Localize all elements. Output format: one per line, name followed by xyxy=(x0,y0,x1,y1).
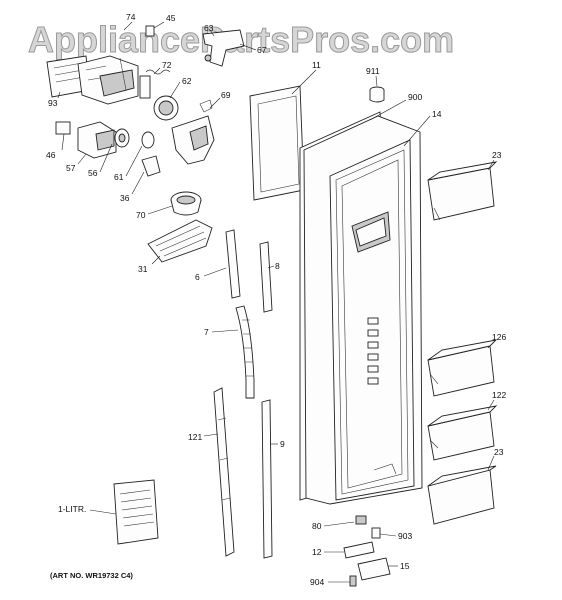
label-12: 12 xyxy=(312,547,322,557)
art-number: (ART NO. WR19732 C4) xyxy=(50,571,133,580)
label-1-litr: 1-LITR. xyxy=(58,504,86,514)
dispenser-motor-assembly xyxy=(46,25,245,263)
label-7: 7 xyxy=(204,327,209,337)
label-903: 903 xyxy=(398,531,412,541)
part-labels: 74 45 63 67 93 72 62 69 46 57 56 61 36 7… xyxy=(46,12,506,587)
label-67: 67 xyxy=(257,45,267,55)
label-9: 9 xyxy=(280,439,285,449)
label-904: 904 xyxy=(310,577,324,587)
dispenser-buttons xyxy=(367,317,379,385)
label-46: 46 xyxy=(46,150,56,160)
door-bins xyxy=(427,161,498,525)
label-74: 74 xyxy=(126,12,136,22)
label-8: 8 xyxy=(275,261,280,271)
label-56: 56 xyxy=(88,168,98,178)
label-911: 911 xyxy=(366,66,380,76)
label-23-top: 23 xyxy=(492,150,502,160)
small-parts xyxy=(113,479,391,587)
handles-and-trim xyxy=(213,229,273,559)
door-assembly xyxy=(249,85,423,505)
label-61: 61 xyxy=(114,172,124,182)
label-80: 80 xyxy=(312,521,322,531)
label-63: 63 xyxy=(204,23,214,33)
label-72: 72 xyxy=(162,60,172,70)
label-6: 6 xyxy=(195,272,200,282)
label-14: 14 xyxy=(432,109,442,119)
label-900: 900 xyxy=(408,92,422,102)
literature-booklet xyxy=(113,479,159,545)
label-45: 45 xyxy=(166,13,176,23)
label-11: 11 xyxy=(312,60,321,70)
label-23-bottom: 23 xyxy=(494,447,504,457)
label-69: 69 xyxy=(221,90,231,100)
label-62: 62 xyxy=(182,76,192,86)
label-122: 122 xyxy=(492,390,506,400)
label-36: 36 xyxy=(120,193,130,203)
label-126: 126 xyxy=(492,332,506,342)
label-57: 57 xyxy=(66,163,76,173)
label-121: 121 xyxy=(188,432,202,442)
label-93: 93 xyxy=(48,98,58,108)
label-31: 31 xyxy=(138,264,148,274)
label-70: 70 xyxy=(136,210,146,220)
leader-lines xyxy=(57,21,495,583)
label-15: 15 xyxy=(400,561,410,571)
